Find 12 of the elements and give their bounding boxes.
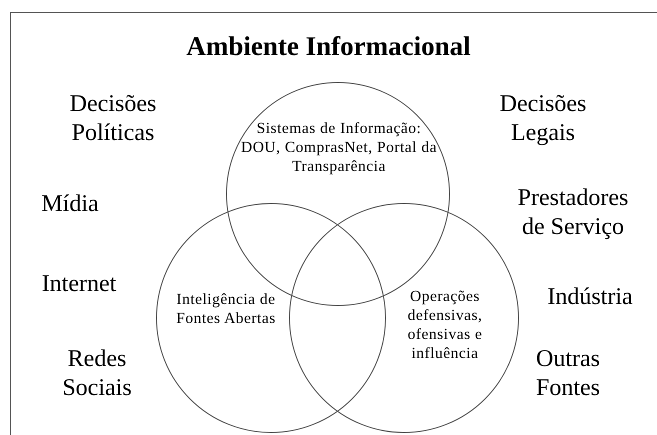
source-label: Decisões Legais [498,90,588,148]
title: Ambiente Informacional [185,30,472,62]
source-label: Outras Fontes [534,345,601,403]
source-label: Prestadores de Serviço [516,184,630,242]
circle-text: Inteligência de Fontes Abertas [175,290,277,328]
circle-text: Sistemas de Informação: DOU, ComprasNet, Portal da Transparência [240,118,438,176]
circle-text: Operações defensivas, ofensivas e influência [406,287,484,363]
source-label: Decisões Políticas [68,90,158,148]
source-label: Indústria [546,283,634,312]
source-label: Mídia [40,190,100,219]
source-label: Redes Sociais [61,345,133,403]
source-label: Internet [40,270,118,299]
